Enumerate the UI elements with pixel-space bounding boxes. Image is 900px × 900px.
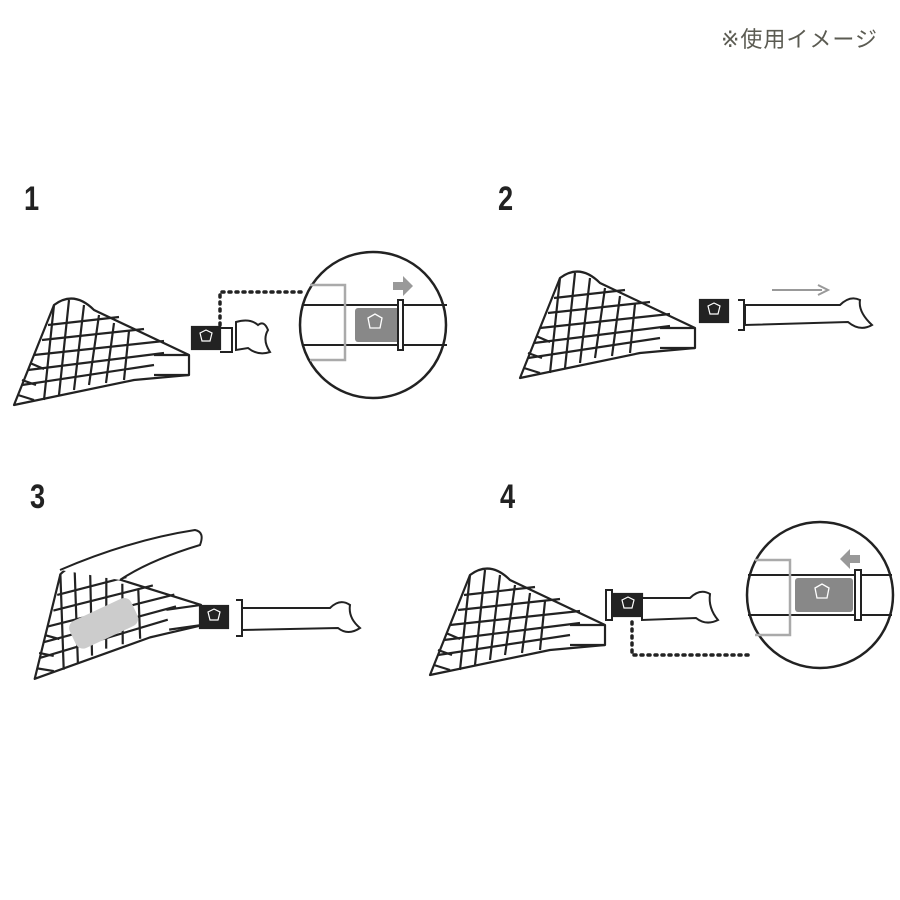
step-number-3: 3	[30, 478, 46, 516]
step-3-illustration	[18, 528, 362, 680]
arrow-right-icon	[393, 276, 413, 296]
usage-image-note: ※使用イメージ	[721, 28, 878, 53]
arrow-right-thin-icon	[817, 284, 831, 296]
step-number-4: 4	[500, 478, 516, 516]
slider-lock-icon	[190, 325, 222, 351]
step-4-illustration	[428, 520, 895, 677]
step-number-1: 1	[24, 180, 40, 218]
step-1-illustration	[12, 250, 448, 407]
step-number-2: 2	[498, 180, 514, 218]
arrow-left-icon	[840, 549, 860, 569]
slider-unlocked	[355, 308, 400, 342]
slider-locked	[795, 578, 853, 612]
step-2-illustration	[518, 270, 874, 380]
